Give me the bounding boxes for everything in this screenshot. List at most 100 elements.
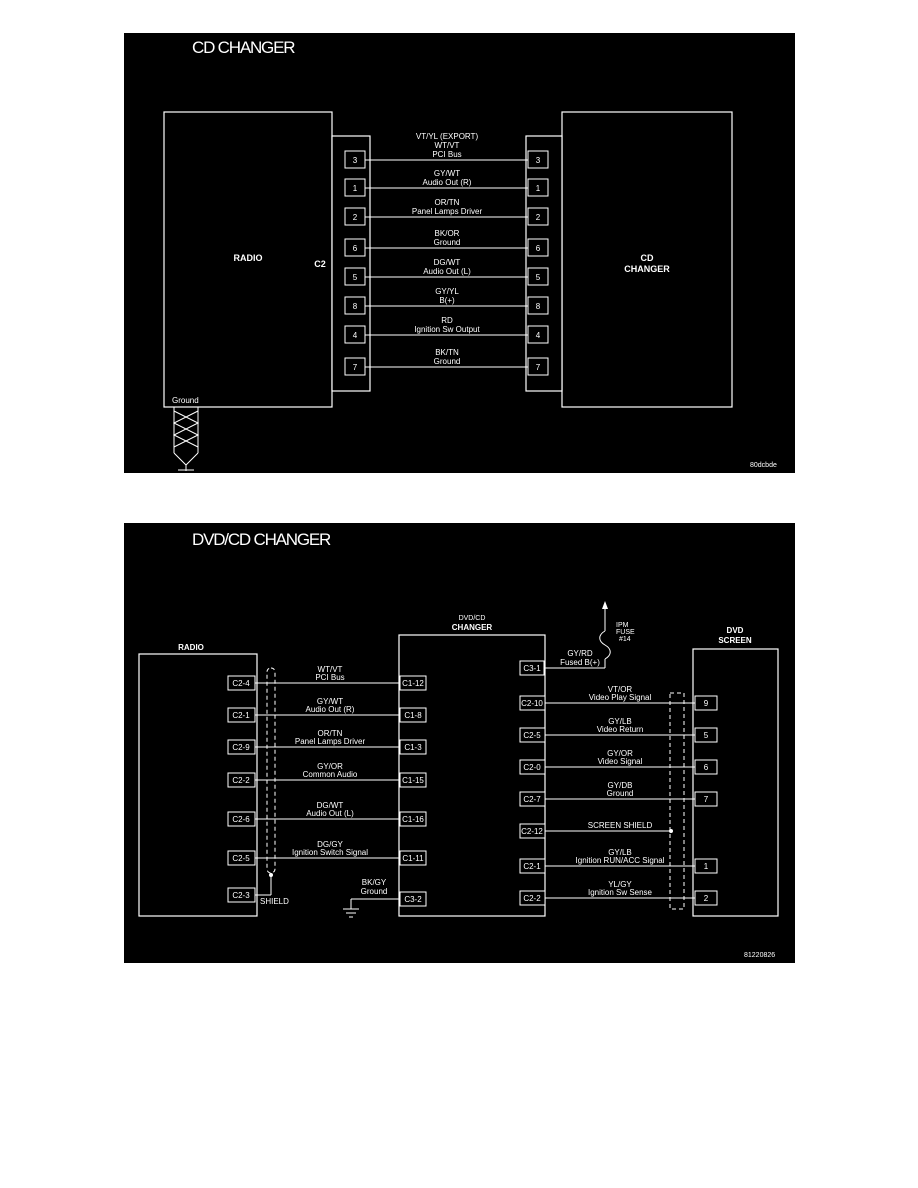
fuse-label-number: #14 bbox=[619, 636, 631, 643]
changer-pin-label: C1-12 bbox=[402, 679, 424, 688]
fuse-symbol bbox=[599, 601, 611, 668]
fuse-label-ipm: IPM bbox=[616, 622, 629, 629]
radio-pin-number: 3 bbox=[353, 156, 358, 165]
wire-label: B(+) bbox=[439, 296, 455, 305]
ground-wire-color: BK/GY bbox=[362, 878, 387, 887]
wire-label: Ignition Sw Sense bbox=[588, 888, 653, 897]
radio-pin-number: 5 bbox=[353, 273, 358, 282]
wire-label: Audio Out (R) bbox=[306, 705, 355, 714]
changer-pin-box bbox=[399, 891, 427, 907]
changer-pin-label: C1-11 bbox=[402, 854, 424, 863]
changer-pin-number: 2 bbox=[536, 213, 541, 222]
radio-pin-label: C2-1 bbox=[232, 711, 250, 720]
changer-pin-label: C2-1 bbox=[523, 862, 541, 871]
wire-label: Video Return bbox=[597, 725, 644, 734]
radio-label: RADIO bbox=[234, 253, 263, 263]
wire-label: SCREEN SHIELD bbox=[588, 821, 653, 830]
diagram-title: CD CHANGER bbox=[192, 38, 295, 57]
diagram-code: 80dcbde bbox=[750, 462, 777, 469]
wire-label: RD bbox=[441, 316, 453, 325]
changer-pin-label: C1-16 bbox=[402, 815, 424, 824]
cd-changer-box bbox=[561, 111, 733, 408]
wire-label: OR/TN bbox=[318, 729, 343, 738]
screen-label-2: SCREEN bbox=[718, 636, 752, 645]
radio-pin-label: C2-5 bbox=[232, 854, 250, 863]
changer-pin-number: 1 bbox=[536, 184, 541, 193]
shield-label: SHIELD bbox=[260, 897, 289, 906]
fused-wire-desc: Fused B(+) bbox=[560, 658, 600, 667]
wire-label: DG/WT bbox=[434, 258, 461, 267]
changer-pin-label: C2-0 bbox=[523, 763, 541, 772]
ground-symbol bbox=[343, 898, 399, 918]
wire-label: DG/GY bbox=[317, 840, 343, 849]
ground-wire-desc: Ground bbox=[361, 887, 388, 896]
changer-pin-label: C2-12 bbox=[521, 827, 543, 836]
changer-label-2: CHANGER bbox=[452, 623, 493, 632]
ground-label: Ground bbox=[172, 396, 199, 405]
changer-pin-label: C2-7 bbox=[523, 795, 541, 804]
wire-label: Ignition Sw Output bbox=[414, 325, 480, 334]
radio-pin-label: C2-6 bbox=[232, 815, 250, 824]
changer-pin-label: C1-15 bbox=[402, 776, 424, 785]
changer-pin-label: C1-8 bbox=[404, 711, 422, 720]
wire-label: Ground bbox=[434, 357, 461, 366]
wire-label: Audio Out (R) bbox=[423, 178, 472, 187]
radio-pin-number: 6 bbox=[353, 244, 358, 253]
wire-label: Audio Out (L) bbox=[423, 267, 471, 276]
wire-label: GY/WT bbox=[434, 169, 460, 178]
cd-changer-label-1: CD bbox=[641, 253, 654, 263]
changer-pin-label: C2-2 bbox=[523, 894, 541, 903]
fuse-label-fuse: FUSE bbox=[616, 629, 635, 636]
connector-label: C2 bbox=[314, 259, 326, 269]
screen-pin-label: 2 bbox=[704, 894, 709, 903]
wire-label: VT/OR bbox=[608, 685, 633, 694]
diagram-title: DVD/CD CHANGER bbox=[192, 530, 331, 549]
screen-label-1: DVD bbox=[727, 626, 744, 635]
radio-pin-number: 4 bbox=[353, 331, 358, 340]
radio-pin-label: C2-3 bbox=[232, 891, 250, 900]
ground-symbol bbox=[172, 407, 200, 471]
wire-label: OR/TN bbox=[435, 198, 460, 207]
screen-box bbox=[692, 648, 779, 917]
wire-label: Video Play Signal bbox=[589, 693, 652, 702]
wire-label: PCI Bus bbox=[432, 150, 461, 159]
wire-label: YL/GY bbox=[608, 880, 632, 889]
wire-label: GY/DB bbox=[608, 781, 633, 790]
wire-label: BK/OR bbox=[435, 229, 460, 238]
screen-pin-label: 7 bbox=[704, 795, 709, 804]
radio-shield-outline bbox=[266, 667, 276, 874]
dvd-cd-changer-diagram: DVD/CD CHANGER RADIO DVD/CD CHANGER DVD … bbox=[124, 523, 795, 963]
screen-pin-label: 9 bbox=[704, 699, 709, 708]
wire-label: Common Audio bbox=[303, 770, 358, 779]
screen-pin-label: 5 bbox=[704, 731, 709, 740]
wire-label: GY/LB bbox=[608, 848, 632, 857]
wire-label: Panel Lamps Driver bbox=[295, 737, 366, 746]
wire-label: PCI Bus bbox=[315, 673, 344, 682]
changer-pin-number: 4 bbox=[536, 331, 541, 340]
wire-label: WT/VT bbox=[435, 141, 460, 150]
fused-wire-color: GY/RD bbox=[567, 649, 593, 658]
radio-pin-number: 2 bbox=[353, 213, 358, 222]
radio-label: RADIO bbox=[178, 643, 204, 652]
wire-label: BK/TN bbox=[435, 348, 459, 357]
changer-pin-number: 3 bbox=[536, 156, 541, 165]
wire-label: GY/OR bbox=[607, 749, 633, 758]
changer-pin-number: 5 bbox=[536, 273, 541, 282]
wire-label: GY/LB bbox=[608, 717, 632, 726]
wire-label: Panel Lamps Driver bbox=[412, 207, 483, 216]
diagram-code: 81220826 bbox=[744, 952, 775, 959]
wire-label: WT/VT bbox=[318, 665, 343, 674]
screen-pin-label: 1 bbox=[704, 862, 709, 871]
wire-label: Audio Out (L) bbox=[306, 809, 354, 818]
changer-connector bbox=[525, 135, 563, 392]
wire-label: GY/WT bbox=[317, 697, 343, 706]
changer-pin-number: 7 bbox=[536, 363, 541, 372]
wire-label: Ignition Switch Signal bbox=[292, 848, 368, 857]
radio-pin-label: C2-4 bbox=[232, 679, 250, 688]
changer-pin-number: 8 bbox=[536, 302, 541, 311]
changer-label-1: DVD/CD bbox=[459, 615, 486, 622]
changer-pin-number: 6 bbox=[536, 244, 541, 253]
